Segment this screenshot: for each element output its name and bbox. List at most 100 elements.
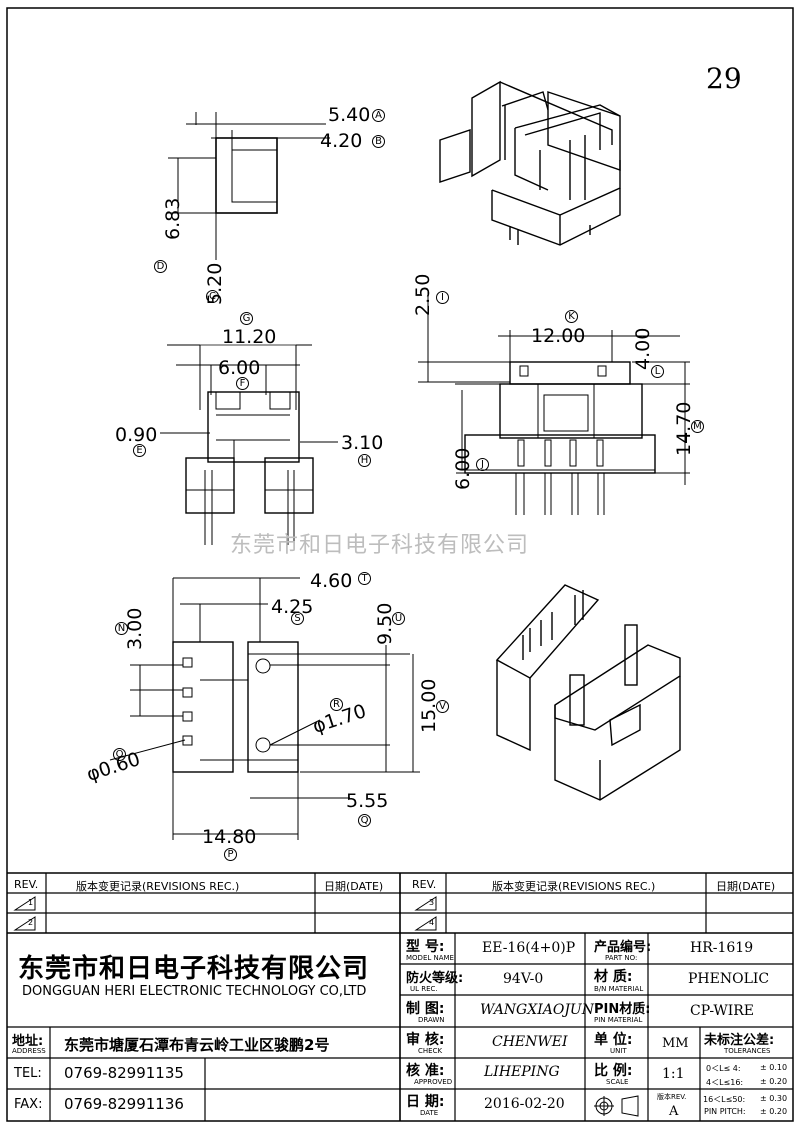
pin-label-en: PIN MATERIAL	[594, 1016, 643, 1024]
dim-B: 4.20	[320, 130, 363, 152]
label-L: L	[651, 365, 664, 378]
label-O: O	[113, 748, 126, 761]
approved-label: 核 准:	[406, 1063, 445, 1079]
bottom-view-drawing	[109, 577, 420, 840]
isometric-view-top	[439, 80, 621, 246]
label-P: P	[224, 848, 237, 861]
pin-label: PIN材质:	[594, 1002, 651, 1017]
label-C: C	[206, 290, 219, 303]
label-J: J	[476, 458, 489, 471]
material-value: PHENOLIC	[688, 971, 770, 987]
address-label-en: ADDRESS	[12, 1047, 46, 1055]
tolerance-value-4: ± 0.20	[760, 1107, 788, 1116]
check-label: 审 核:	[406, 1032, 445, 1048]
tolerance-label-en: TOLERANCES	[724, 1047, 771, 1055]
rev-mark-2: 2	[28, 918, 34, 927]
unit-value: MM	[662, 1036, 689, 1051]
revision-triangles	[13, 896, 437, 931]
date-header-left: 日期(DATE)	[324, 880, 384, 893]
scale-label: 比 例:	[594, 1063, 633, 1079]
scale-label-en: SCALE	[606, 1078, 629, 1086]
unit-label-en: UNIT	[610, 1047, 627, 1055]
check-value: CHENWEI	[492, 1034, 568, 1050]
tolerance-value-3: ± 0.30	[760, 1094, 788, 1103]
tolerance-range-4: PIN PITCH:	[704, 1107, 746, 1116]
tolerance-value-2: ± 0.20	[760, 1077, 788, 1086]
front-view-drawing	[160, 344, 338, 545]
tolerance-range-3: 16＜L≤50:	[703, 1095, 746, 1104]
rev-header-left: REV.	[14, 878, 39, 891]
rec-header-right: 版本变更记录(REVISIONS REC.)	[492, 880, 656, 893]
sheet-number: 29	[706, 62, 742, 95]
company-name-en: DONGGUAN HERI ELECTRONIC TECHNOLOGY CO,L…	[22, 984, 367, 999]
address-label: 地址:	[12, 1034, 44, 1049]
rec-header-left: 版本变更记录(REVISIONS REC.)	[76, 880, 240, 893]
date-value: 2016-02-20	[484, 1096, 565, 1112]
tel-label: TEL:	[14, 1066, 42, 1081]
scale-value: 1:1	[662, 1066, 685, 1082]
label-T: T	[358, 572, 371, 585]
dim-Q: 5.55	[346, 790, 389, 812]
watermark: 东莞市和日电子科技有限公司	[230, 533, 530, 558]
fax-value: 0769-82991136	[64, 1095, 184, 1113]
label-B: B	[372, 135, 385, 148]
ul-label: 防火等级:	[406, 971, 464, 986]
drawn-value: WANGXIAOJUN	[480, 1002, 594, 1018]
dim-K: 12.00	[531, 325, 586, 347]
rev-mark-3: 3	[429, 898, 435, 907]
version-label: 版本REV.	[657, 1093, 687, 1101]
part-label: 产品编号:	[594, 940, 652, 955]
dim-A: 5.40	[328, 104, 371, 126]
label-Q: Q	[358, 814, 371, 827]
dim-G: 11.20	[222, 326, 277, 348]
dim-J: 6.00	[452, 447, 474, 490]
label-M: M	[691, 420, 704, 433]
dim-L: 4.00	[632, 327, 654, 370]
dim-P: 14.80	[202, 826, 257, 848]
dim-D: 6.83	[162, 197, 184, 240]
model-value: EE-16(4+0)P	[482, 940, 576, 956]
side-view-drawing	[418, 290, 690, 515]
part-value: HR-1619	[690, 940, 754, 956]
approved-label-en: APPROVED	[414, 1078, 453, 1086]
dim-U: 9.50	[374, 602, 396, 645]
label-F: F	[236, 377, 249, 390]
top-view-drawing	[168, 112, 330, 260]
dim-F: 6.00	[218, 357, 261, 379]
projection-symbol	[594, 1095, 639, 1117]
label-H: H	[358, 454, 371, 467]
label-V: V	[436, 700, 449, 713]
label-U: U	[392, 612, 405, 625]
rev-header-right: REV.	[412, 878, 437, 891]
approved-value: LIHEPING	[484, 1064, 560, 1080]
drawn-label: 制 图:	[406, 1001, 445, 1017]
isometric-view-bottom	[495, 584, 681, 801]
label-S: S	[291, 612, 304, 625]
ul-value: 94V-0	[503, 971, 544, 987]
version-value: A	[669, 1104, 679, 1119]
material-label-en: B/N MATERIAL	[594, 985, 644, 993]
label-A: A	[372, 109, 385, 122]
drawn-label-en: DRAWN	[418, 1016, 445, 1024]
label-I: I	[436, 291, 449, 304]
pin-value: CP-WIRE	[690, 1003, 755, 1019]
date-header-right: 日期(DATE)	[716, 880, 776, 893]
label-E: E	[133, 444, 146, 457]
title-block-grid	[7, 872, 793, 1121]
model-label: 型 号:	[406, 939, 445, 955]
date-label: 日 期:	[406, 1094, 445, 1110]
date-label-en: DATE	[420, 1109, 439, 1117]
label-N: N	[115, 622, 128, 635]
check-label-en: CHECK	[418, 1047, 443, 1055]
tolerance-range-2: 4＜L≤16:	[706, 1078, 744, 1087]
label-R: R	[330, 698, 343, 711]
label-K: K	[565, 310, 578, 323]
material-label: 材 质:	[594, 969, 633, 985]
part-label-en: PART NO:	[605, 954, 638, 962]
unit-label: 单 位:	[594, 1032, 633, 1048]
ul-label-en: UL REC.	[410, 985, 438, 993]
dim-E: 0.90	[115, 424, 158, 446]
label-D: D	[154, 260, 167, 273]
tel-value: 0769-82991135	[64, 1064, 184, 1082]
